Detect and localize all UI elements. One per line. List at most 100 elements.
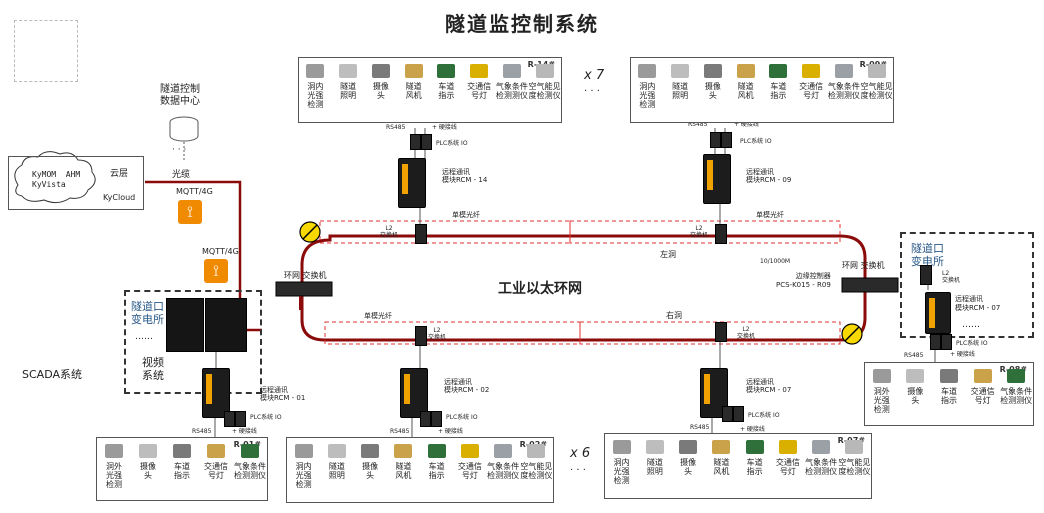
substation-right-dots: …… [962, 320, 980, 330]
rs485-label: RS485 [192, 428, 212, 435]
device-label: 摄像 头 [907, 387, 924, 405]
device-icon [671, 64, 690, 78]
single-fiber-bottom-left: 单模光纤 [364, 312, 392, 320]
fiber-cable-label: 光缆 [172, 170, 191, 180]
device-icon [802, 64, 821, 78]
device-icon [535, 64, 554, 78]
device-icon [339, 64, 358, 78]
device-icon [872, 369, 891, 383]
hardwire-label: + 硬接线 [950, 351, 975, 358]
remote-module [400, 368, 428, 418]
device-icon [502, 64, 521, 78]
plc-module [710, 132, 721, 148]
plc-module [431, 411, 442, 427]
plc-io-label: PLC系统 IO [956, 340, 988, 347]
rs485-label: RS485 [690, 424, 710, 431]
fiber-link [145, 180, 262, 332]
rs485-label: RS485 [390, 428, 410, 435]
device-label: 空气能见 度检测仪 [528, 82, 561, 100]
edge-controller-label: 边缘控制器 PCS-K015 - R09 [776, 272, 831, 289]
device-icon [845, 440, 864, 454]
device-label: 车道 指示 [174, 462, 190, 480]
device-icon [294, 444, 313, 458]
cloud-layer-box [8, 156, 144, 210]
repeat-bottom-dots: · · · [570, 465, 586, 476]
device-label: 洞外 光强 检测 [873, 387, 890, 414]
device-label: 隧道 照明 [328, 462, 345, 480]
substation-left-dots: …… [135, 332, 153, 342]
ring-speed-label: 10/1000M [760, 258, 791, 265]
plc-module [421, 134, 432, 150]
device-label: 摄像 头 [372, 82, 389, 100]
repeat-top: x 7 [584, 68, 605, 83]
l2-switch [415, 224, 427, 244]
device-label: 交通信 号灯 [457, 462, 482, 480]
rss-icon: ⟟ [204, 259, 228, 283]
device-label: 气象条件 检测测仪 [495, 82, 528, 100]
plc-io-label: PLC系统 IO [250, 414, 282, 421]
device-icon [404, 64, 423, 78]
device-icon [241, 444, 259, 458]
device-icon [867, 64, 886, 78]
device-label: 隧道 风机 [713, 458, 730, 476]
left-tunnel-label: 左洞 [660, 250, 676, 259]
substation-left [124, 290, 262, 394]
device-label: 洞内 光强 检测 [295, 462, 312, 489]
device-label: 洞内 光强 检测 [639, 82, 656, 109]
l2-switch [715, 322, 727, 342]
device-label: 气象条件 检测测仪 [234, 462, 266, 480]
device-icon [460, 444, 479, 458]
substation-right-label: 隧道口 变电所 [911, 242, 944, 268]
single-fiber-top-left: 单模光纤 [452, 211, 480, 219]
device-icon [437, 64, 456, 78]
plc-module [235, 411, 246, 427]
device-icon [679, 440, 698, 454]
plc-module [410, 134, 421, 150]
substation-right-l2: L2 交换机 [942, 270, 961, 284]
device-icon [207, 444, 225, 458]
device-icon [361, 444, 380, 458]
video-system-label: 视频 系统 [142, 356, 164, 382]
device-icon [527, 444, 546, 458]
ring-label: 工业以太环网 [498, 281, 582, 297]
device-icon [712, 440, 731, 454]
page-title: 隧道监控制系统 [445, 12, 599, 36]
device-label: 交通信 号灯 [970, 387, 995, 405]
l2-switch-label: L2 交换机 [380, 225, 399, 239]
datacenter-dots: · · · [172, 145, 187, 155]
device-icon [494, 444, 513, 458]
device-icon [470, 64, 489, 78]
l2-switch [415, 326, 427, 346]
scada-label: SCADA系统 [22, 368, 82, 381]
device-icon [973, 369, 992, 383]
core-switch-left [275, 281, 333, 297]
remote-r02-label: 远程通讯 模块RCM - 02 [444, 378, 490, 394]
device-label: 隧道 风机 [737, 82, 754, 100]
device-icon [778, 440, 797, 454]
right-tunnel-label: 右洞 [666, 311, 682, 320]
device-label: 交通信 号灯 [775, 458, 800, 476]
device-icon [645, 440, 664, 454]
plc-module [224, 411, 235, 427]
core-switch-right-label: 环网 交换机 [842, 261, 885, 270]
remote-r01-label: 远程通讯 模块RCM - 01 [260, 386, 306, 402]
kycloud-label: KyCloud [103, 193, 136, 202]
substation-right [900, 232, 1034, 338]
device-icon [394, 444, 413, 458]
mqtt-label-2: MQTT/4G [202, 247, 239, 256]
datacenter-label: 隧道控制 数据中心 [160, 84, 200, 107]
plc-module [722, 406, 733, 422]
ethernet-ring [300, 234, 867, 342]
device-icon [327, 444, 346, 458]
device-label: 交通信 号灯 [799, 82, 824, 100]
substation-left-label: 隧道口 变电所 [131, 300, 164, 326]
single-fiber-top-right: 单模光纤 [756, 211, 784, 219]
remote-module [398, 158, 426, 208]
device-label: 隧道 照明 [340, 82, 357, 100]
rss-icon: ⟟ [178, 200, 202, 224]
plc-module [721, 132, 732, 148]
cabinet-left [166, 298, 204, 352]
